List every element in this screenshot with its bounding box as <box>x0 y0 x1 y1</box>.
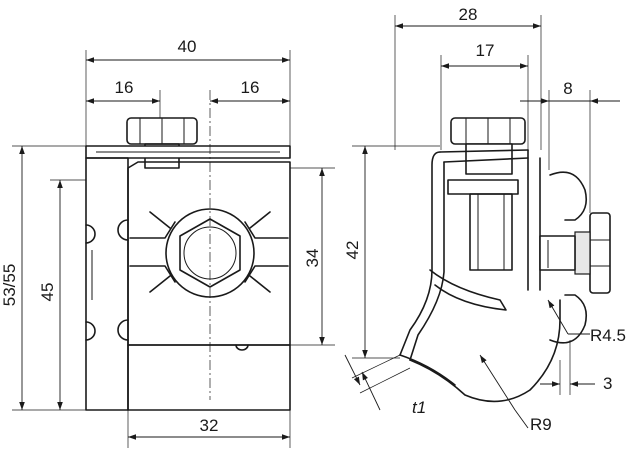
dim-side-radius-small: R4.5 <box>590 326 626 345</box>
side-dimensions: 28 17 8 42 R4.5 3 t1 R <box>343 5 626 434</box>
dim-side-offset: 8 <box>563 79 572 98</box>
dim-right-offset: 16 <box>241 78 260 97</box>
front-view <box>85 90 291 411</box>
dim-height: 53/55 <box>0 264 19 307</box>
side-clip-top <box>549 171 588 221</box>
side-lower-tab <box>429 269 507 311</box>
body-lower <box>127 344 291 411</box>
side-view <box>399 117 611 403</box>
side-jaw-curve <box>409 299 561 403</box>
dim-clamp-height: 34 <box>303 249 322 268</box>
side-clip-bottom <box>549 294 588 344</box>
right-saddle <box>244 221 289 283</box>
dim-bottom-width: 32 <box>200 416 219 435</box>
dim-side-radius-large: R9 <box>530 415 552 434</box>
dim-side-height: 42 <box>343 241 362 260</box>
dim-width-top: 40 <box>178 37 197 56</box>
side-bolt-shank <box>469 193 513 271</box>
dim-side-thickness: t1 <box>412 398 426 417</box>
dim-side-width-top: 28 <box>459 5 478 24</box>
dim-side-width-mid: 17 <box>476 41 495 60</box>
side-nut <box>589 212 611 294</box>
left-saddle <box>129 221 176 283</box>
side-u-bracket <box>399 149 541 361</box>
hex-nut <box>179 218 241 288</box>
dim-left-offset: 16 <box>115 78 134 97</box>
dim-side-thickness-right: 3 <box>603 374 612 393</box>
body-main <box>127 161 291 346</box>
dim-inner-height: 45 <box>38 283 57 302</box>
front-dimensions: 40 16 16 53/55 45 34 32 <box>0 37 335 448</box>
